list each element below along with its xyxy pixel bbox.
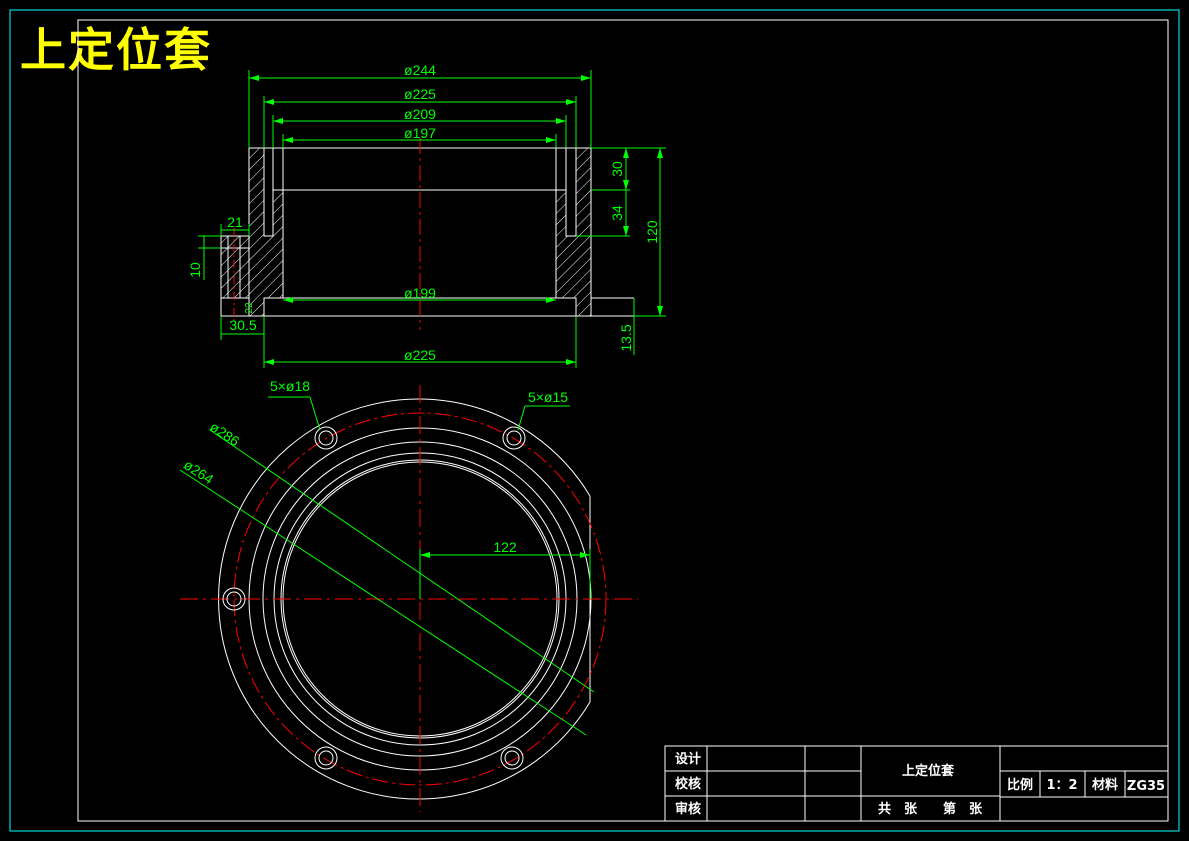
dim-30: 30 xyxy=(609,161,625,177)
bolt-hole-2 xyxy=(502,426,526,450)
drawing-title: 上定位套 xyxy=(20,23,212,77)
tb-material-label: 材料 xyxy=(1092,777,1118,793)
plan-dim-arrows xyxy=(420,552,590,558)
bolt-hole-1 xyxy=(314,426,338,450)
dim-holes-18: 5×ø18 xyxy=(270,378,310,394)
dim-120: 120 xyxy=(644,220,660,244)
dim-34: 34 xyxy=(609,205,625,221)
inner-frame xyxy=(77,19,1169,822)
bolt-hole-3 xyxy=(222,587,246,611)
hatch-right-wall xyxy=(555,147,592,317)
dim-d199: ø199 xyxy=(404,285,436,301)
dim-10: 10 xyxy=(187,262,203,278)
dim-d244: ø244 xyxy=(404,62,436,78)
title-block xyxy=(664,745,1169,822)
tb-scale-value: 1：2 xyxy=(1046,778,1077,793)
tb-design-label: 设计 xyxy=(675,751,701,767)
plan-dimensions xyxy=(179,396,595,736)
tb-part-name: 上定位套 xyxy=(902,763,955,779)
dim-30-5: 30.5 xyxy=(229,317,256,333)
dim-d209: ø209 xyxy=(404,106,436,122)
dim-21: 21 xyxy=(227,214,243,230)
bolt-hole-5 xyxy=(500,746,524,770)
tb-sheets: 共 张 第 张 xyxy=(878,801,983,817)
tb-check-label: 校核 xyxy=(675,776,701,792)
dim-13-5: 13.5 xyxy=(618,324,634,351)
dim-d225-top: ø225 xyxy=(404,86,436,102)
dim-d197: ø197 xyxy=(404,125,436,141)
dim-d225-bottom: ø225 xyxy=(404,347,436,363)
bolt-hole-4 xyxy=(314,746,338,770)
section-dim-arrows xyxy=(249,75,663,365)
dim-d286: ø286 xyxy=(207,418,243,449)
dim-holes-15: 5×ø15 xyxy=(528,389,568,405)
dim-22: 22 xyxy=(244,302,255,314)
tb-review-label: 审核 xyxy=(675,801,701,817)
hatch-left-lug xyxy=(220,235,250,299)
bolt-holes xyxy=(222,426,526,770)
dim-r122: 122 xyxy=(493,539,517,555)
hatch-left-wall xyxy=(248,147,284,317)
outer-frame xyxy=(9,9,1180,832)
tb-scale-label: 比例 xyxy=(1007,777,1033,793)
tb-material-value: ZG35 xyxy=(1127,779,1165,794)
